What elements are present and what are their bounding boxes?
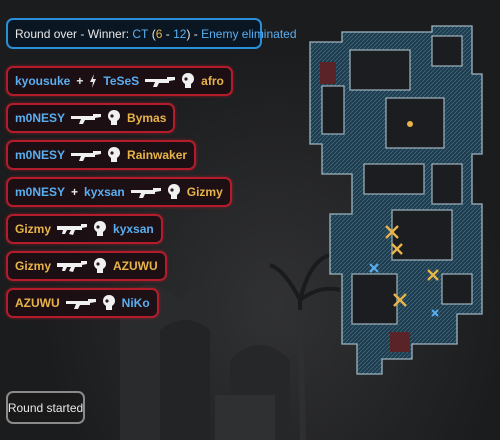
victim-name: kyxsan (113, 222, 154, 236)
victim-name: afro (201, 74, 224, 88)
ak47-icon (57, 259, 88, 273)
assist-plus: + (76, 74, 84, 88)
winner-team: CT (132, 26, 149, 41)
kill-feed-entry: Gizmy AZUWU (6, 251, 167, 281)
score-ct: 6 (155, 26, 163, 41)
headshot-icon (93, 221, 107, 237)
attacker-name: AZUWU (15, 296, 60, 310)
minimap (282, 14, 492, 384)
headshot-icon (107, 147, 121, 163)
victim-name: Bymas (127, 111, 167, 125)
kill-feed-entry: m0NESY Rainwaker (6, 140, 197, 170)
bombsite-b (390, 332, 410, 352)
headshot-icon (107, 110, 121, 126)
attacker-name: m0NESY (15, 111, 66, 125)
rifle-icon (130, 185, 161, 199)
rifle-icon (65, 296, 96, 310)
death-markers (385, 225, 439, 307)
kill-feed-entry: AZUWU NiKo (6, 288, 159, 318)
round-started-label: Round started (7, 400, 84, 415)
victim-name: Rainwaker (127, 148, 188, 162)
rifle-icon (71, 111, 102, 125)
headshot-icon (93, 258, 107, 274)
attacker-name: Gizmy (15, 259, 52, 273)
kill-feed-entry: kyousuke + TeSeS afro (6, 66, 233, 96)
headshot-icon (102, 295, 116, 311)
assister-name: TeSeS (103, 74, 140, 88)
victim-name: Gizmy (186, 185, 223, 199)
round-over-banner: Round over - Winner: CT ( 6 - 12 ) - Ene… (6, 18, 297, 49)
headshot-icon (181, 73, 195, 89)
victim-name: NiKo (121, 296, 150, 310)
flash-assist-icon (89, 74, 97, 88)
kill-feed-entry: m0NESY Bymas (6, 103, 176, 133)
attacker-name: kyousuke (15, 74, 71, 88)
rifle-icon (145, 74, 176, 88)
attacker-name: m0NESY (15, 148, 66, 162)
ct-death-markers (369, 263, 439, 317)
round-started-banner: Round started (6, 391, 85, 424)
attacker-name: Gizmy (15, 222, 52, 236)
round-over-prefix: Round over - Winner: (15, 26, 133, 41)
bombsite-a (320, 62, 336, 84)
kill-feed-entry: m0NESY + kyxsan Gizmy (6, 177, 232, 207)
score-t: 12 (173, 26, 187, 41)
paren-close: ) - (186, 26, 202, 41)
score-separator: - (162, 26, 174, 41)
victim-name: AZUWU (113, 259, 158, 273)
assist-plus: + (71, 185, 79, 199)
ak47-icon (57, 222, 88, 236)
round-end-reason: Enemy eliminated (201, 26, 297, 41)
attacker-name: m0NESY (15, 185, 66, 199)
player-dot (407, 121, 413, 127)
assister-name: kyxsan (84, 185, 125, 199)
rifle-icon (71, 148, 102, 162)
kill-feed-entry: Gizmy kyxsan (6, 214, 163, 244)
headshot-icon (167, 184, 181, 200)
paren-open: ( (148, 26, 156, 41)
